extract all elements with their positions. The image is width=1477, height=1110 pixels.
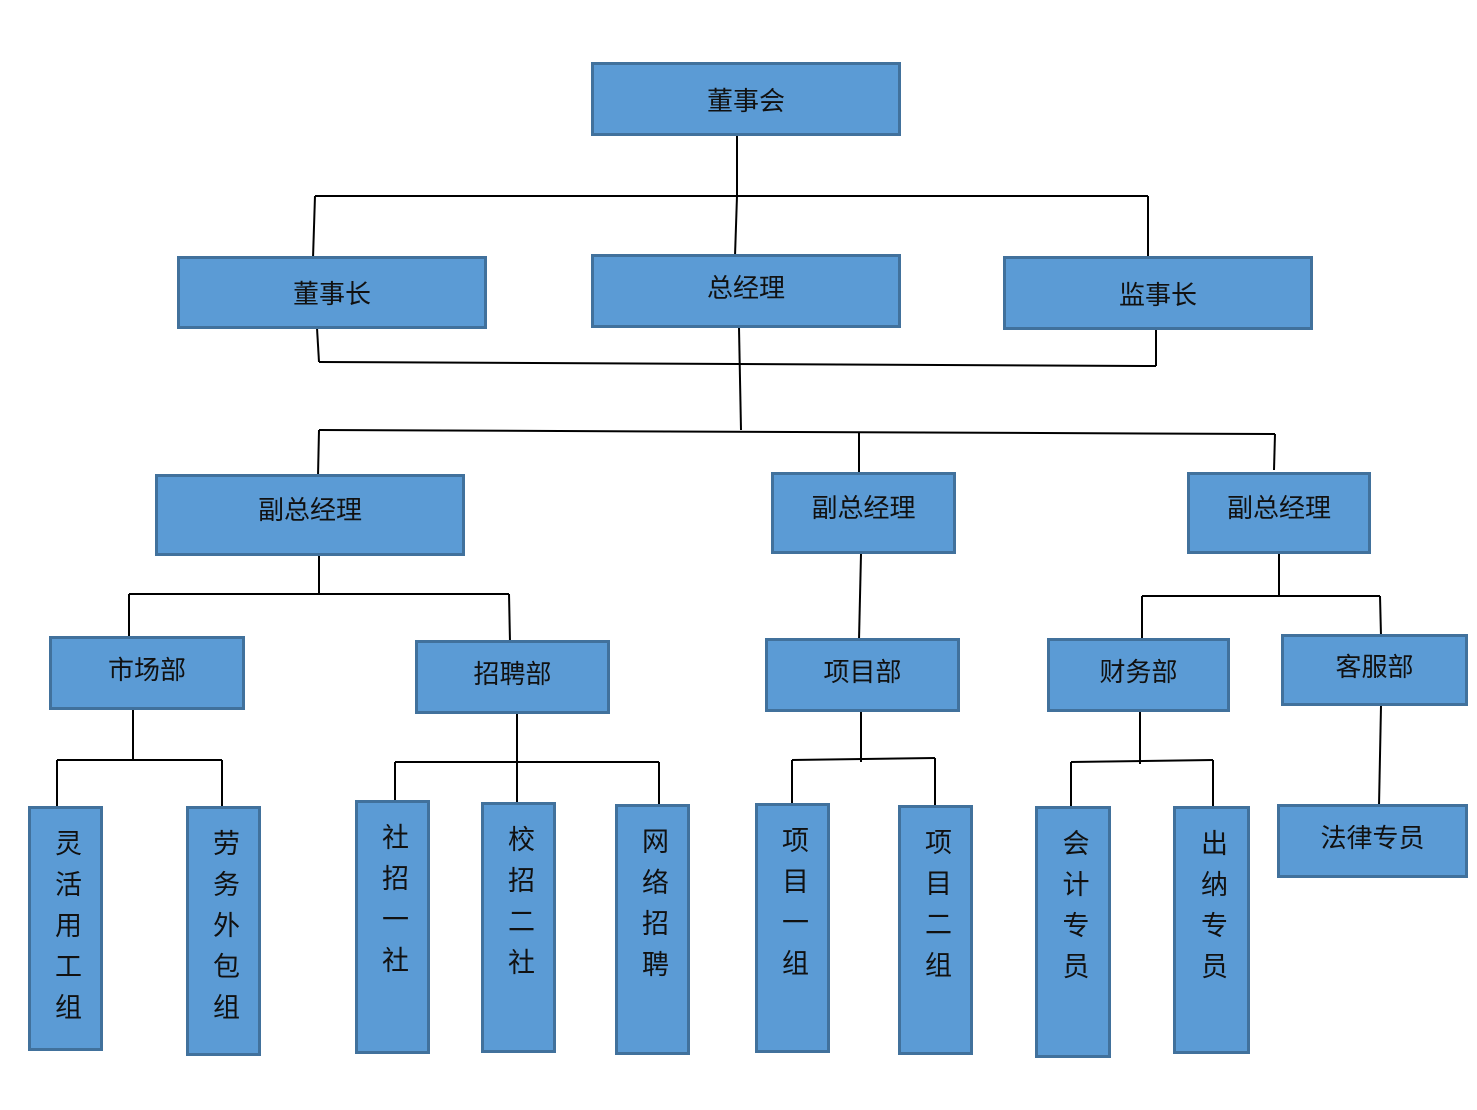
outsource-group-box: 劳务外包组 [186,806,261,1056]
legal-box: 法律专员 [1277,804,1468,878]
flex-group-box: 灵活用工组 [28,806,103,1051]
project-group-1-label: 项目一组 [777,826,808,990]
finance-dept-box: 财务部 [1047,638,1230,712]
campus-recruit-label: 校招二社 [503,825,534,989]
accountant-box: 会计专员 [1035,806,1111,1058]
outsource-group-label: 劳务外包组 [208,829,239,1034]
supervisor-box: 监事长 [1003,256,1313,330]
service-dept-box: 客服部 [1281,634,1468,706]
project-group-2-label: 项目二组 [920,828,951,992]
project-dept-label: 项目部 [823,657,902,688]
social-recruit-box: 社招一社 [355,800,430,1054]
project-group-1-box: 项目一组 [755,803,830,1053]
vice-gm-right-label: 副总经理 [1226,493,1331,524]
social-recruit-label: 社招一社 [377,823,408,987]
general-manager-box: 总经理 [591,254,901,328]
online-recruit-box: 网络招聘 [615,804,690,1055]
accountant-label: 会计专员 [1057,829,1089,993]
flex-group-label: 灵活用工组 [50,829,81,1034]
online-recruit-label: 网络招聘 [637,827,668,991]
market-dept-box: 市场部 [49,636,245,710]
vice-gm-right-box: 副总经理 [1187,472,1371,554]
chairman-box: 董事长 [177,256,487,329]
vice-gm-mid-box: 副总经理 [771,472,956,554]
project-group-2-box: 项目二组 [898,805,973,1055]
cashier-box: 出纳专员 [1173,806,1250,1054]
vice-gm-mid-label: 副总经理 [811,493,916,524]
market-dept-label: 市场部 [107,655,186,686]
service-dept-label: 客服部 [1335,652,1414,683]
general-manager-label: 总经理 [706,273,785,304]
connector-lines [56,135,1382,808]
legal-label: 法律专员 [1320,823,1425,854]
vice-gm-left-box: 副总经理 [155,474,465,556]
chairman-label: 董事长 [292,280,371,310]
board-label: 董事会 [706,86,785,117]
supervisor-label: 监事长 [1118,280,1197,311]
cashier-label: 出纳专员 [1196,829,1227,993]
campus-recruit-box: 校招二社 [481,802,556,1053]
board-box: 董事会 [591,62,901,136]
recruit-dept-label: 招聘部 [473,659,552,690]
project-dept-box: 项目部 [765,638,960,712]
recruit-dept-box: 招聘部 [415,640,610,714]
finance-dept-label: 财务部 [1099,657,1178,688]
vice-gm-left-label: 副总经理 [257,495,362,526]
